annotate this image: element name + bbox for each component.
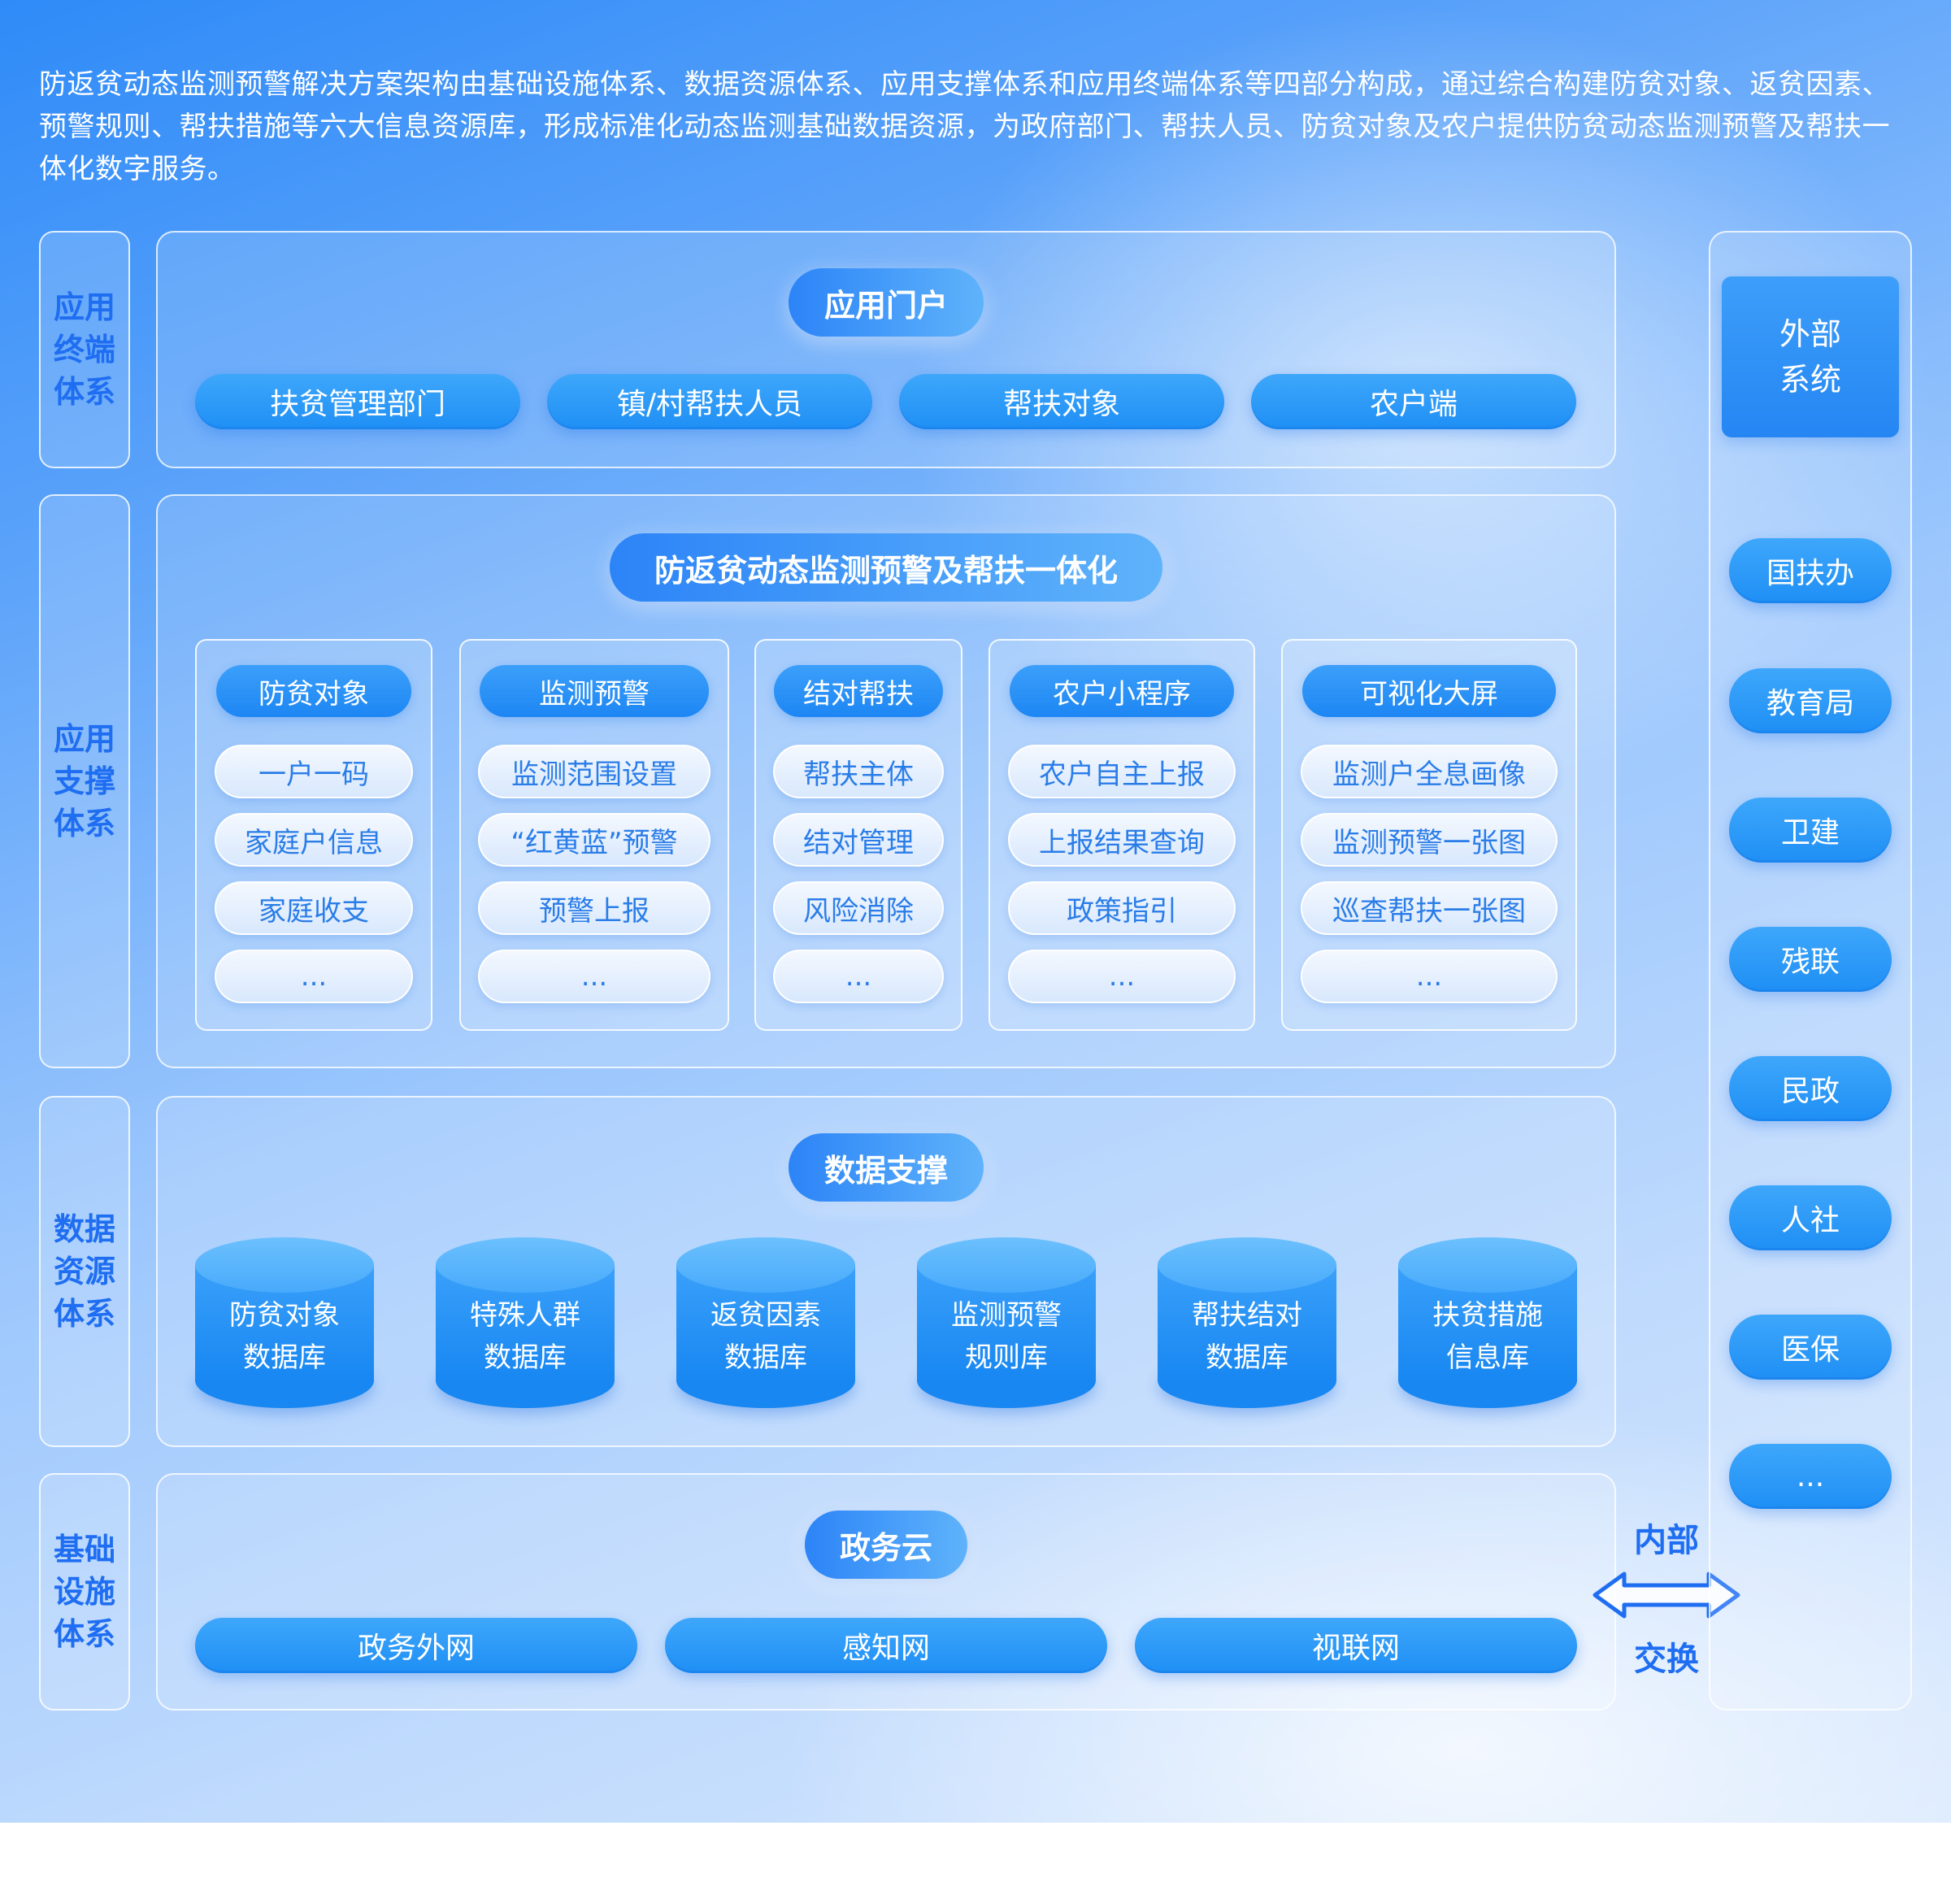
infra-item[interactable]: 政务外网 bbox=[195, 1618, 637, 1673]
external-system-item[interactable]: ... bbox=[1729, 1444, 1892, 1509]
database-name-line2: 规则库 bbox=[965, 1341, 1048, 1374]
support-column-item[interactable]: ... bbox=[1008, 950, 1236, 1003]
support-column-item[interactable]: 监测预警一张图 bbox=[1301, 813, 1558, 867]
terminal-item[interactable]: 扶贫管理部门 bbox=[195, 374, 520, 429]
database-cylinder[interactable]: 返贫因素数据库 bbox=[676, 1237, 855, 1408]
external-system-item[interactable]: 卫建 bbox=[1729, 798, 1892, 863]
database-name-line1: 特殊人群 bbox=[470, 1299, 580, 1332]
terminal-panel bbox=[156, 231, 1616, 468]
support-column-item[interactable]: “红黄蓝”预警 bbox=[478, 813, 710, 867]
layer-label-infra: 基础设施体系 bbox=[39, 1473, 130, 1711]
database-name-line2: 数据库 bbox=[724, 1341, 807, 1374]
infra-panel bbox=[156, 1473, 1616, 1711]
layer-label-support: 应用支撑体系 bbox=[39, 494, 130, 1068]
terminal-item[interactable]: 农户端 bbox=[1251, 374, 1576, 429]
database-cylinder[interactable]: 帮扶结对数据库 bbox=[1158, 1237, 1336, 1408]
terminal-item[interactable]: 镇/村帮扶人员 bbox=[547, 374, 872, 429]
support-column-head[interactable]: 农户小程序 bbox=[1010, 665, 1234, 717]
data-title: 数据支撑 bbox=[789, 1133, 984, 1202]
external-system-item[interactable]: 医保 bbox=[1729, 1315, 1892, 1380]
database-cylinder[interactable]: 扶贫措施信息库 bbox=[1398, 1237, 1577, 1408]
support-column-head[interactable]: 监测预警 bbox=[480, 665, 709, 717]
infra-item[interactable]: 视联网 bbox=[1135, 1618, 1577, 1673]
intro-paragraph: 防返贫动态监测预警解决方案架构由基础设施体系、数据资源体系、应用支撑体系和应用终… bbox=[39, 68, 1890, 185]
support-column-item[interactable]: 监测范围设置 bbox=[478, 745, 710, 798]
database-name-line2: 数据库 bbox=[1206, 1341, 1288, 1374]
external-system-item[interactable]: 国扶办 bbox=[1729, 538, 1892, 603]
layer-label-terminal-text: 应用终端体系 bbox=[53, 289, 115, 410]
layer-label-data-text: 数据资源体系 bbox=[53, 1211, 115, 1332]
external-system-item[interactable]: 民政 bbox=[1729, 1056, 1892, 1121]
external-system-item[interactable]: 教育局 bbox=[1729, 668, 1892, 733]
infra-item[interactable]: 感知网 bbox=[665, 1618, 1107, 1673]
database-name-line1: 监测预警 bbox=[951, 1299, 1062, 1332]
support-column-item[interactable]: ... bbox=[215, 950, 413, 1003]
support-column-item[interactable]: ... bbox=[773, 950, 944, 1003]
support-column-item[interactable]: 政策指引 bbox=[1008, 881, 1236, 935]
database-name-line2: 数据库 bbox=[243, 1341, 326, 1374]
layer-label-terminal: 应用终端体系 bbox=[39, 231, 130, 468]
external-system-item[interactable]: 人社 bbox=[1729, 1185, 1892, 1250]
architecture-diagram: 防返贫动态监测预警解决方案架构由基础设施体系、数据资源体系、应用支撑体系和应用终… bbox=[0, 0, 1951, 1823]
support-column-item[interactable]: 风险消除 bbox=[773, 881, 944, 935]
support-column-item[interactable]: 监测户全息画像 bbox=[1301, 745, 1558, 798]
support-column-item[interactable]: 上报结果查询 bbox=[1008, 813, 1236, 867]
database-name-line2: 数据库 bbox=[484, 1341, 567, 1374]
database-cylinder[interactable]: 防贫对象数据库 bbox=[195, 1237, 374, 1408]
support-column-item[interactable]: 一户一码 bbox=[215, 745, 413, 798]
external-system-item[interactable]: 残联 bbox=[1729, 927, 1892, 992]
support-column-item[interactable]: ... bbox=[1301, 950, 1558, 1003]
support-title: 防返贫动态监测预警及帮扶一体化 bbox=[610, 533, 1162, 602]
database-name-line1: 防贫对象 bbox=[229, 1299, 340, 1332]
external-systems-head: 外部系统 bbox=[1722, 276, 1899, 437]
layer-label-data: 数据资源体系 bbox=[39, 1096, 130, 1447]
support-column-item[interactable]: 预警上报 bbox=[478, 881, 710, 935]
support-column-item[interactable]: 结对管理 bbox=[773, 813, 944, 867]
support-column-head[interactable]: 可视化大屏 bbox=[1302, 665, 1556, 717]
layer-label-support-text: 应用支撑体系 bbox=[53, 721, 115, 841]
double-arrow-icon bbox=[1593, 1571, 1740, 1619]
database-cylinder[interactable]: 监测预警规则库 bbox=[917, 1237, 1096, 1408]
database-name-line2: 信息库 bbox=[1446, 1341, 1529, 1374]
support-column-item[interactable]: 农户自主上报 bbox=[1008, 745, 1236, 798]
support-column-item[interactable]: ... bbox=[478, 950, 710, 1003]
external-systems-head-text: 外部系统 bbox=[1779, 316, 1841, 398]
infra-title: 政务云 bbox=[805, 1511, 967, 1579]
terminal-title: 应用门户 bbox=[789, 268, 984, 337]
support-column-head[interactable]: 防贫对象 bbox=[216, 665, 411, 717]
support-column-item[interactable]: 家庭收支 bbox=[215, 881, 413, 935]
database-cylinder[interactable]: 特殊人群数据库 bbox=[436, 1237, 615, 1408]
support-column-item[interactable]: 帮扶主体 bbox=[773, 745, 944, 798]
database-name-line1: 返贫因素 bbox=[710, 1299, 821, 1332]
support-column-head[interactable]: 结对帮扶 bbox=[774, 665, 943, 717]
terminal-item[interactable]: 帮扶对象 bbox=[899, 374, 1224, 429]
database-name-line1: 扶贫措施 bbox=[1432, 1299, 1543, 1332]
exchange-label-top: 内部 bbox=[1634, 1522, 1699, 1559]
support-column-item[interactable]: 家庭户信息 bbox=[215, 813, 413, 867]
database-name-line1: 帮扶结对 bbox=[1192, 1299, 1302, 1332]
exchange-label-bottom: 交换 bbox=[1634, 1641, 1699, 1678]
layer-label-infra-text: 基础设施体系 bbox=[53, 1532, 115, 1652]
support-column-item[interactable]: 巡查帮扶一张图 bbox=[1301, 881, 1558, 935]
